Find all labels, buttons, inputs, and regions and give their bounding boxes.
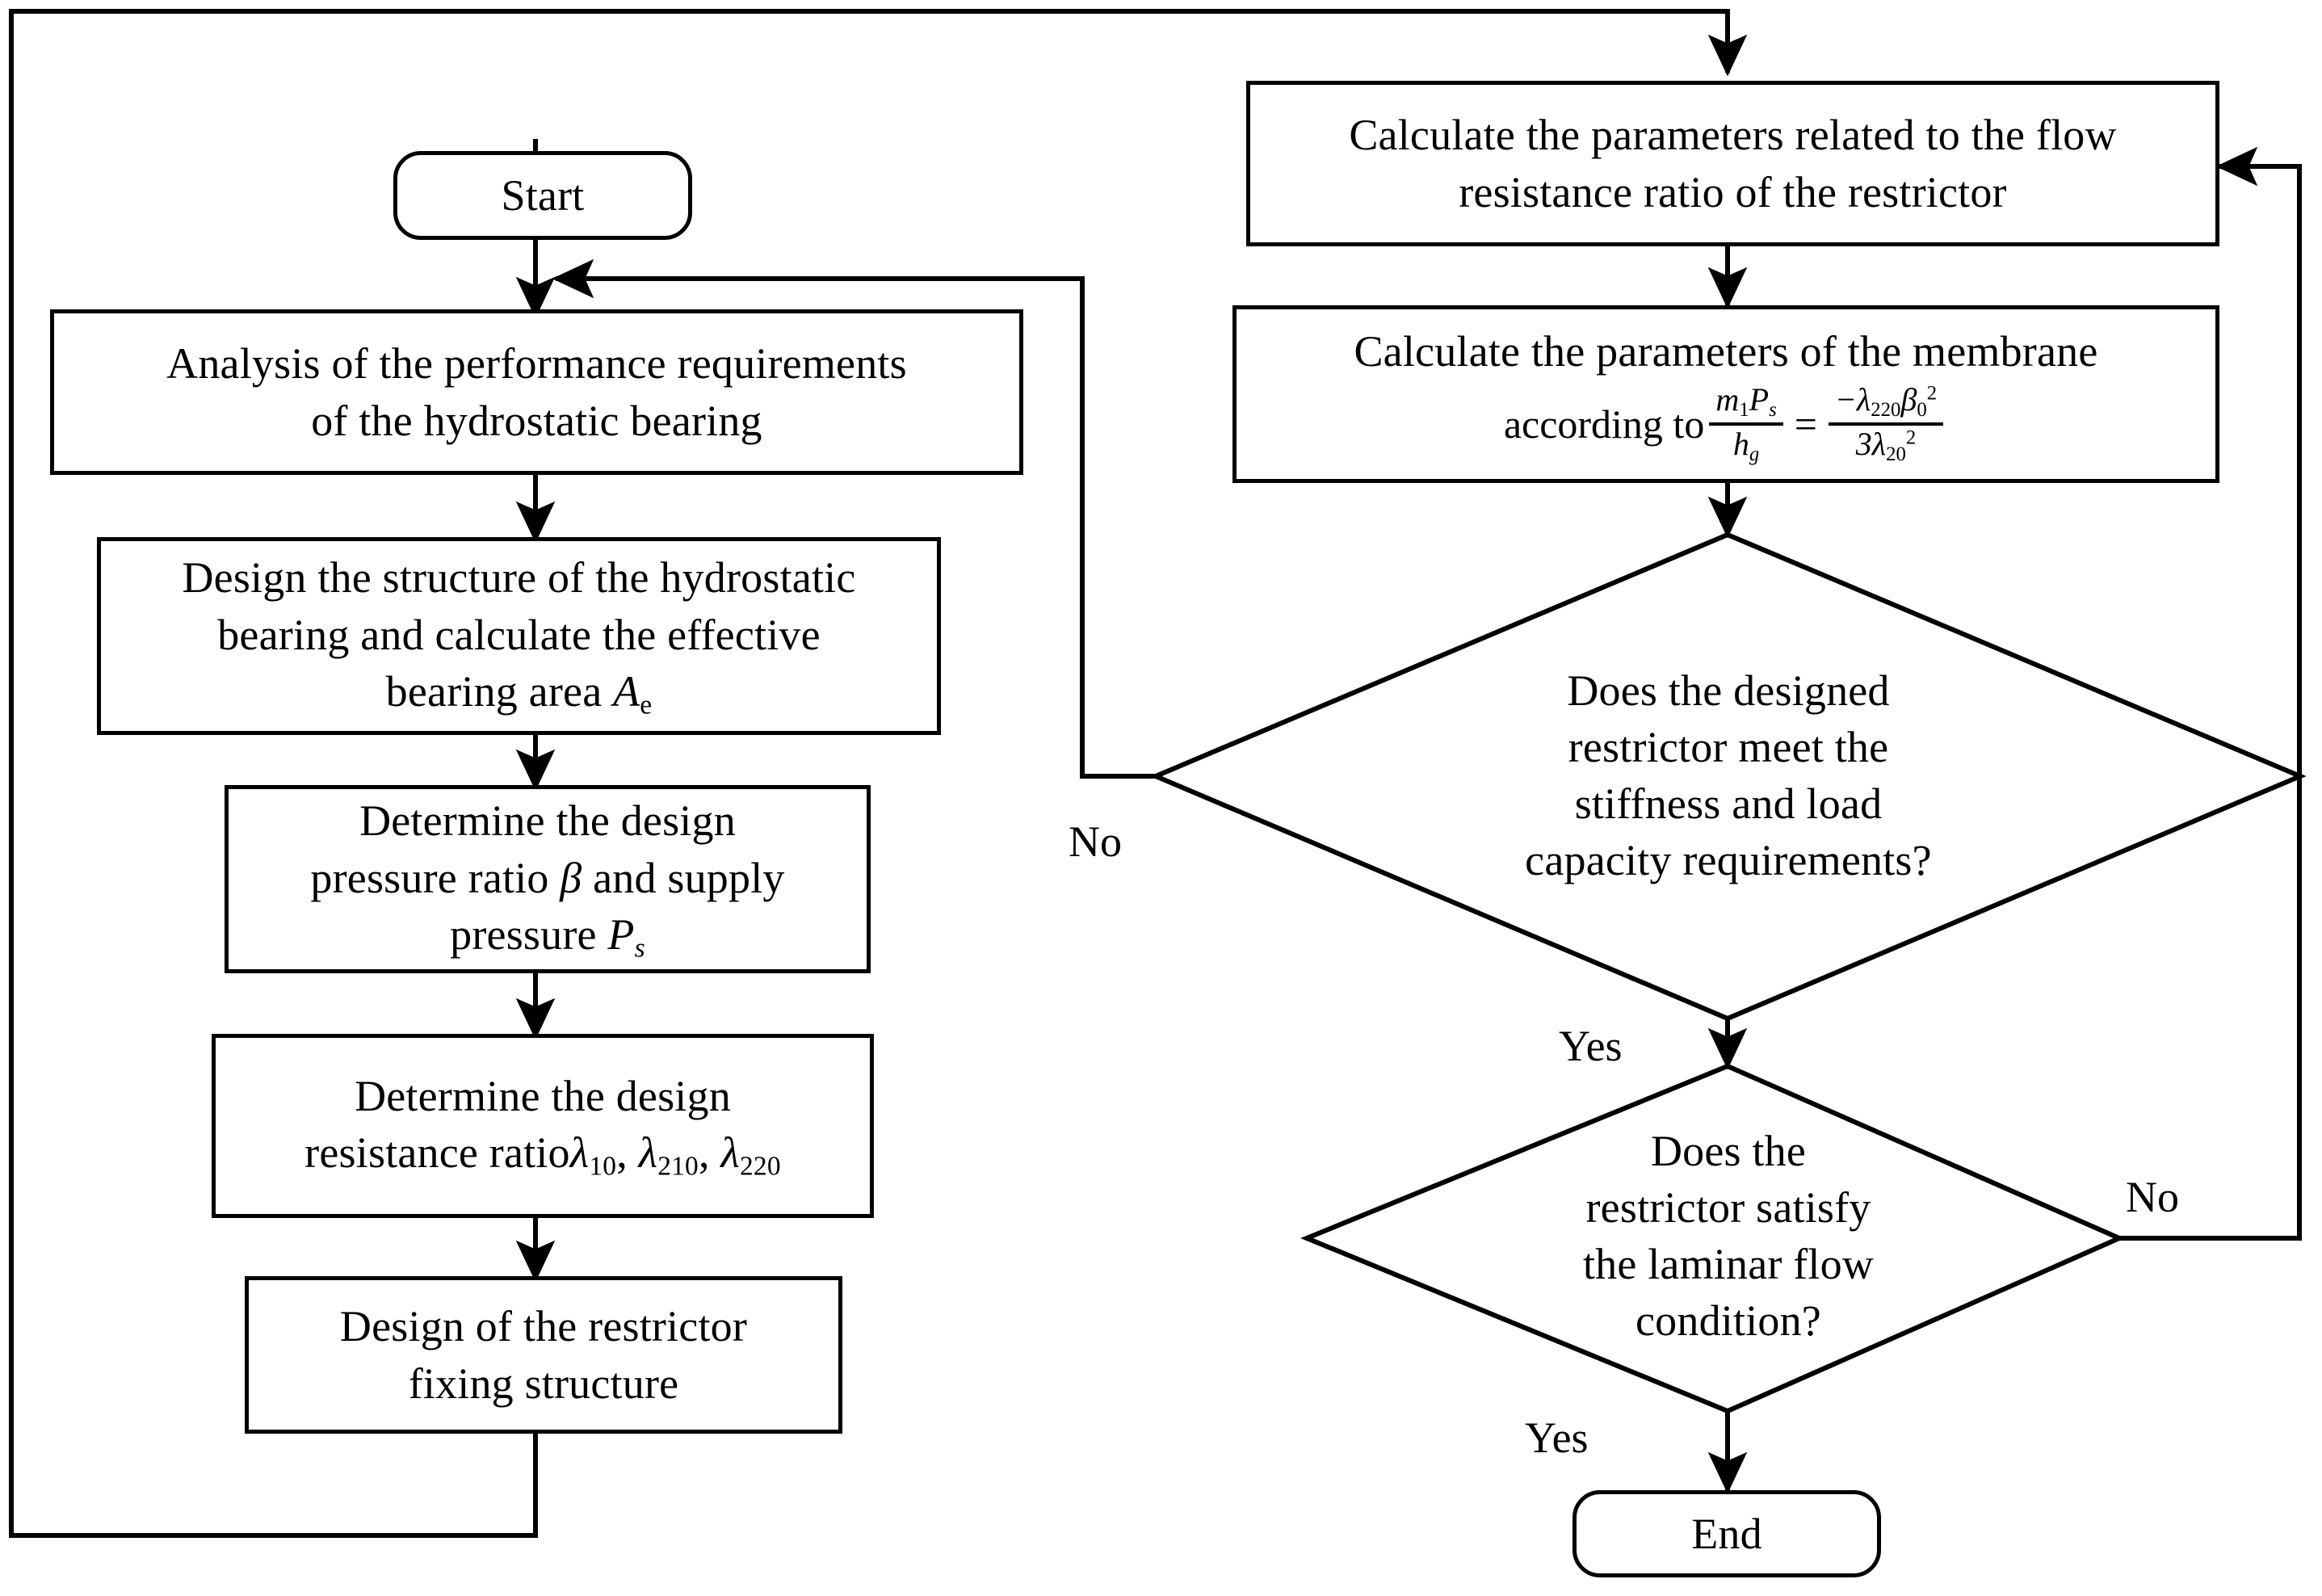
- node-flow-resistance[interactable]: Calculate the parameters related to the …: [1246, 81, 2219, 246]
- formula-3lambda-sup: 2: [1905, 426, 1917, 449]
- node-pressure-ratio-line3-prefix: pressure: [450, 909, 608, 959]
- node-membrane-line1: Calculate the parameters of the membrane: [1354, 326, 2098, 376]
- formula-neg-lambda: −λ: [1834, 381, 1871, 418]
- node-start[interactable]: Start: [393, 151, 692, 240]
- node-analysis[interactable]: Analysis of the performance requirements…: [50, 309, 1023, 475]
- symbol-effective-area-sub: e: [640, 690, 653, 720]
- node-design-structure[interactable]: Design the structure of the hydrostatic …: [97, 537, 941, 735]
- symbol-beta: β: [560, 853, 582, 902]
- formula-rhs-fraction: −λ220β02 3λ202: [1828, 381, 1944, 465]
- node-resistance-ratio[interactable]: Determine the design resistance ratioλ10…: [212, 1034, 874, 1218]
- node-membrane-line2-prefix: according to: [1503, 401, 1705, 447]
- node-resistance-ratio-line2: resistance ratioλ10, λ210, λ220: [304, 1124, 781, 1184]
- formula-h-sub: g: [1749, 443, 1760, 466]
- lambda-2-symbol: λ: [638, 1128, 658, 1178]
- lambda-term-3: λ220: [720, 1128, 780, 1181]
- formula-lhs-fraction: m1Ps hg: [1709, 381, 1783, 465]
- symbol-supply-pressure: P: [607, 909, 635, 959]
- node-pressure-ratio-line2: pressure ratio β and supply: [310, 850, 784, 906]
- formula-m-sub: 1: [1739, 399, 1749, 422]
- node-pressure-ratio-line2-suffix: and supply: [582, 853, 785, 902]
- lambda-term-2: λ210: [638, 1128, 699, 1181]
- lambda-3-sub: 220: [740, 1151, 781, 1182]
- node-membrane[interactable]: Calculate the parameters of the membrane…: [1232, 305, 2219, 483]
- formula-beta0-sub: 0: [1917, 399, 1927, 422]
- node-membrane-formula-row: according to m1Ps hg = −λ220β02 3λ202: [1504, 383, 1948, 465]
- node-design-structure-line3: bearing area Ae: [386, 663, 653, 723]
- lambda-2-sub: 210: [657, 1151, 699, 1182]
- formula-lhs-numerator: m1Ps: [1709, 381, 1783, 426]
- edge-label-laminar-no: No: [2126, 1173, 2179, 1221]
- lambda-sep-1: ,: [616, 1128, 639, 1178]
- formula-P: P: [1749, 381, 1770, 418]
- node-resistance-ratio-line1: Determine the design: [355, 1071, 731, 1120]
- node-design-structure-line1: Design the structure of the hydrostatic: [182, 553, 856, 603]
- symbol-supply-pressure-sub: s: [634, 933, 645, 964]
- formula-lhs-denominator: hg: [1727, 426, 1766, 465]
- lambda-1-symbol: λ: [569, 1128, 590, 1178]
- formula-beta0: β: [1900, 381, 1917, 418]
- node-fixing-structure[interactable]: Design of the restrictor fixing structur…: [245, 1276, 842, 1434]
- formula-3lambda-sub: 20: [1886, 443, 1906, 466]
- node-decision-laminar[interactable]: Does the restrictor satisfy the laminar …: [1486, 1094, 1971, 1377]
- formula-equals: =: [1794, 401, 1817, 447]
- lambda-sep-2: ,: [699, 1128, 721, 1178]
- node-pressure-ratio-line2-prefix: pressure ratio: [310, 853, 561, 902]
- node-pressure-ratio-line1: Determine the design: [359, 796, 736, 846]
- node-start-label: Start: [501, 170, 585, 220]
- node-end[interactable]: End: [1572, 1490, 1881, 1577]
- formula-rhs-denominator: 3λ202: [1850, 426, 1923, 465]
- node-analysis-label: Analysis of the performance requirements…: [166, 339, 907, 445]
- node-pressure-ratio[interactable]: Determine the design pressure ratio β an…: [225, 785, 871, 973]
- node-resistance-ratio-line2-prefix: resistance ratio: [304, 1128, 570, 1178]
- formula-beta0-sup: 2: [1926, 382, 1938, 405]
- edge-label-stiffness-no: No: [1069, 817, 1122, 866]
- lambda-term-1: λ10: [569, 1128, 616, 1181]
- node-decision-laminar-label: Does the restrictor satisfy the laminar …: [1582, 1126, 1875, 1346]
- formula-P-sub: s: [1769, 399, 1777, 422]
- node-fixing-structure-label: Design of the restrictor fixing structur…: [339, 1302, 748, 1408]
- lambda-1-sub: 10: [589, 1151, 617, 1182]
- formula-h: h: [1732, 426, 1749, 463]
- lambda-3-symbol: λ: [720, 1128, 740, 1178]
- symbol-effective-area: A: [613, 666, 640, 716]
- node-pressure-ratio-line3: pressure Ps: [450, 906, 645, 966]
- formula-3lambda: 3λ: [1855, 426, 1887, 463]
- edge-label-stiffness-yes: Yes: [1559, 1022, 1623, 1070]
- node-flow-resistance-label: Calculate the parameters related to the …: [1349, 111, 2117, 216]
- formula-neg-lambda-sub: 220: [1871, 399, 1901, 422]
- node-design-structure-line3-prefix: bearing area: [385, 666, 614, 716]
- formula-rhs-numerator: −λ220β02: [1828, 381, 1944, 426]
- node-end-label: End: [1691, 1509, 1762, 1558]
- edge-label-laminar-yes: Yes: [1525, 1413, 1589, 1462]
- node-decision-stiffness-label: Does the designed restrictor meet the st…: [1525, 666, 1932, 885]
- node-design-structure-line2: bearing and calculate the effective: [217, 610, 821, 659]
- node-decision-stiffness[interactable]: Does the designed restrictor meet the st…: [1430, 622, 2027, 929]
- formula-m: m: [1715, 381, 1740, 418]
